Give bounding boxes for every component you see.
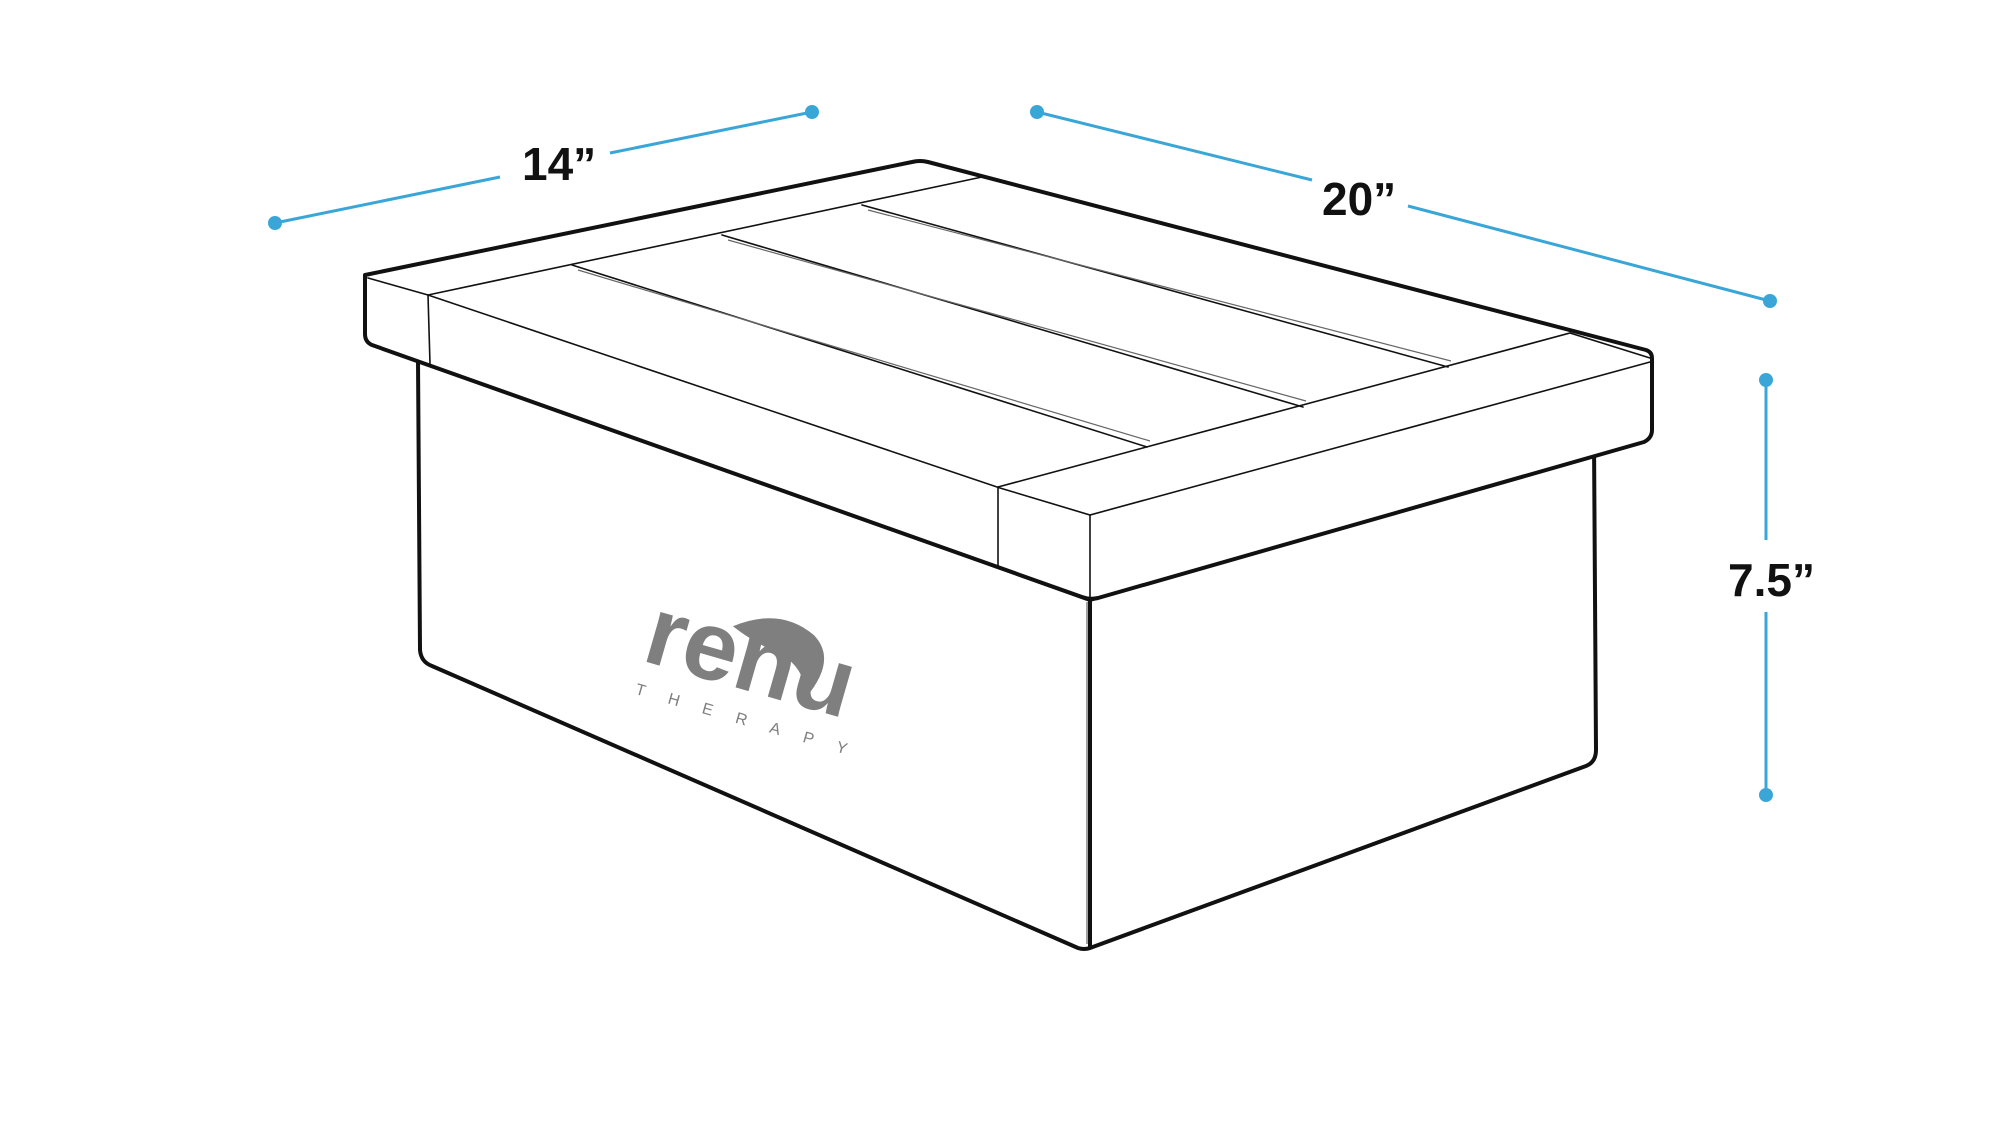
lid-slat-groove-2b [727, 239, 1307, 402]
lid-left-cap-edge [427, 294, 431, 365]
width-label: 14” [522, 138, 596, 190]
width-endpoint-right [805, 105, 819, 119]
lid-right-cap [997, 332, 1651, 488]
lid-slat-groove-1 [571, 264, 1148, 448]
lid-slat-groove-3b [867, 209, 1452, 362]
height-endpoint-bottom [1759, 788, 1773, 802]
length-line-left [1036, 110, 1313, 182]
lid-rim-edge [367, 277, 1651, 516]
lid-top [363, 159, 1654, 601]
length-label: 20” [1322, 173, 1396, 225]
dimension-length: 20” [1030, 105, 1777, 308]
lid-slat-groove-3 [861, 204, 1449, 368]
box-body [416, 358, 1598, 951]
length-endpoint-left [1030, 105, 1044, 119]
dimension-width: 14” [268, 105, 819, 230]
box-right-face [1088, 438, 1598, 950]
lid-slat-groove-2 [721, 234, 1304, 408]
dimension-height: 7.5” [1728, 373, 1815, 802]
logo-wave [732, 618, 825, 698]
lid-slat-groove-1b [577, 269, 1151, 442]
length-endpoint-right [1763, 294, 1777, 308]
height-label: 7.5” [1728, 554, 1815, 606]
width-endpoint-left [268, 216, 282, 230]
lid-left-cap [427, 176, 983, 296]
box-lid [363, 159, 1654, 601]
width-line-left [274, 175, 501, 225]
height-endpoint-top [1759, 373, 1773, 387]
width-line-right [609, 110, 813, 155]
length-line-right [1407, 204, 1771, 303]
